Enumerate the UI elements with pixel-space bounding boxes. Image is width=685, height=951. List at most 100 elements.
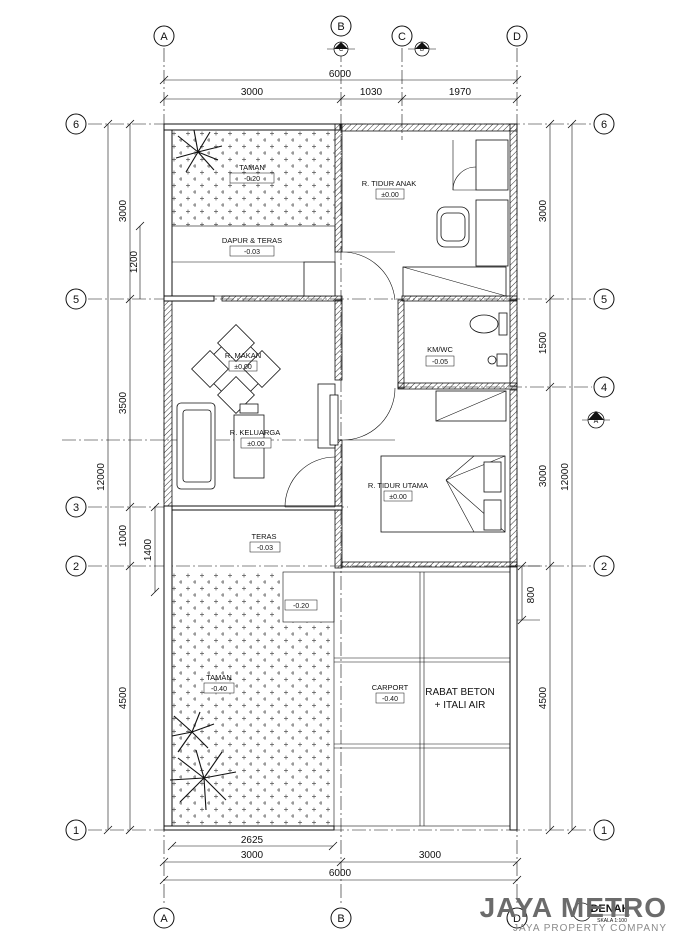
dim-left-1000: 1000 — [118, 524, 129, 547]
plant-icon-3 — [169, 749, 237, 811]
dapur-outline — [171, 225, 336, 297]
wardrobe — [475, 139, 509, 191]
wall-panel — [329, 394, 339, 446]
grid-bubble-6-right: 6 — [593, 113, 615, 135]
plant-icon — [175, 129, 223, 173]
dining-table-set — [191, 324, 281, 414]
svg-text:5: 5 — [73, 294, 79, 306]
dim-bottom-inner: 2625 — [241, 835, 264, 846]
label-tidur-anak: R. TIDUR ANAK ±0.00 — [362, 179, 416, 200]
wardrobe-2 — [475, 199, 509, 267]
grid-bubble-3-left: 3 — [65, 496, 87, 518]
sofa — [176, 402, 216, 490]
svg-text:B: B — [420, 47, 424, 53]
svg-text:±0.00: ±0.00 — [381, 192, 399, 199]
dimensions-left: 12000 3000 1200 3500 1000 1400 4500 — [96, 119, 160, 835]
label-keluarga: R. KELUARGA ±0.00 — [230, 428, 280, 449]
dim-left-4500: 4500 — [118, 686, 129, 709]
svg-text:A: A — [160, 913, 168, 925]
label-dapur: DAPUR & TERAS -0.03 — [222, 236, 282, 257]
svg-text:R. KELUARGA: R. KELUARGA — [230, 428, 280, 437]
dim-right-3000b: 3000 — [538, 464, 549, 487]
svg-text:B: B — [337, 21, 344, 33]
svg-text:SKALA 1:100: SKALA 1:100 — [597, 918, 627, 924]
dimensions-top: 6000 3000 1030 1970 — [159, 69, 522, 104]
dim-right-4500: 4500 — [538, 686, 549, 709]
grid-bubble-1-right: 1 — [593, 819, 615, 841]
toilet — [469, 312, 508, 336]
kitchen-sink — [303, 261, 336, 297]
svg-text:6: 6 — [73, 119, 79, 131]
svg-text:-0.05: -0.05 — [432, 359, 448, 366]
brand-watermark: JAYA METRO JAYA PROPERTY COMPANY — [480, 893, 667, 935]
svg-text:-0.40: -0.40 — [382, 696, 398, 703]
dim-right-800: 800 — [526, 586, 537, 603]
armchair — [239, 403, 259, 414]
svg-text:+ ITALI AIR: + ITALI AIR — [435, 700, 486, 711]
walls — [163, 123, 518, 831]
carport-grid — [333, 571, 511, 827]
svg-text:A: A — [160, 31, 168, 43]
grid-bubble-5-right: 5 — [593, 288, 615, 310]
svg-text:DENAH: DENAH — [590, 903, 629, 915]
label-makan: R. MAKAN ±0.00 — [225, 351, 261, 372]
grid-bubble-b-bottom: B — [330, 907, 352, 929]
grid-bubble-2-right: 2 — [593, 555, 615, 577]
svg-text:TAMAN: TAMAN — [206, 673, 232, 682]
grid-bubble-5-left: 5 — [65, 288, 87, 310]
svg-text:D: D — [513, 31, 521, 43]
svg-text:3: 3 — [73, 502, 79, 514]
grid-bubbles: A B C D A B D 6 5 3 2 1 6 5 4 2 1 — [65, 15, 615, 929]
garden-top-fill — [172, 130, 335, 226]
dimensions-bottom: 2625 3000 3000 6000 — [159, 835, 522, 885]
label-taman-top: TAMAN -0.20 — [229, 163, 275, 184]
svg-text:±0.00: ±0.00 — [247, 441, 265, 448]
label-taman-bottom: TAMAN -0.40 — [203, 673, 235, 694]
grid-bubble-6-left: 6 — [65, 113, 87, 135]
dimensions-right: 3000 1500 3000 12000 800 4500 — [517, 119, 577, 835]
svg-text:1: 1 — [73, 825, 79, 837]
kids-bed — [402, 266, 507, 297]
svg-text:4: 4 — [601, 382, 607, 394]
svg-text:R. TIDUR ANAK: R. TIDUR ANAK — [362, 179, 416, 188]
svg-text:R. TIDUR UTAMA: R. TIDUR UTAMA — [368, 481, 428, 490]
label-step: -0.20 — [284, 599, 318, 611]
dim-top-b: 1030 — [360, 87, 383, 98]
svg-text:KM/WC: KM/WC — [427, 345, 453, 354]
label-tidur-utama: R. TIDUR UTAMA ±0.00 — [368, 481, 428, 502]
dim-bottom-a: 3000 — [241, 850, 264, 861]
dim-bottom-total: 6000 — [329, 868, 352, 879]
svg-text:C: C — [398, 31, 406, 43]
dim-left-3500: 3500 — [118, 391, 129, 414]
grid-bubble-c-bottom: D — [506, 907, 528, 929]
dim-left-1400: 1400 — [143, 538, 154, 561]
grid-bubble-2-left: 2 — [65, 555, 87, 577]
svg-text:R. MAKAN: R. MAKAN — [225, 351, 261, 360]
dim-top-a: 3000 — [241, 87, 264, 98]
svg-text:6: 6 — [601, 119, 607, 131]
svg-text:C: C — [339, 47, 344, 53]
dim-bottom-b: 3000 — [419, 850, 442, 861]
svg-text:B: B — [337, 913, 344, 925]
svg-text:D: D — [513, 913, 521, 925]
svg-text:±0.00: ±0.00 — [389, 494, 407, 501]
svg-text:CARPORT: CARPORT — [372, 683, 409, 692]
door-arcs — [284, 251, 396, 508]
dim-left-3000: 3000 — [118, 199, 129, 222]
section-mark-a: A — [582, 411, 610, 429]
svg-text:2: 2 — [601, 561, 607, 573]
label-teras: TERAS -0.03 — [249, 532, 281, 553]
drawing-title: DENAH SKALA 1:100 — [572, 902, 630, 924]
svg-text:A: A — [594, 418, 599, 425]
grid-bubble-4-right: 4 — [593, 376, 615, 398]
svg-text:2: 2 — [73, 561, 79, 573]
svg-text:TAMAN: TAMAN — [239, 163, 265, 172]
section-mark-b: B — [408, 41, 436, 57]
label-rabat: RABAT BETON + ITALI AIR — [425, 687, 494, 711]
grid-bubble-d-top: D — [506, 25, 528, 47]
dim-right-total: 12000 — [560, 463, 571, 491]
brand-subtitle: JAYA PROPERTY COMPANY — [513, 923, 667, 934]
basin — [496, 353, 508, 367]
grid-bubble-c-top: C — [391, 25, 413, 47]
